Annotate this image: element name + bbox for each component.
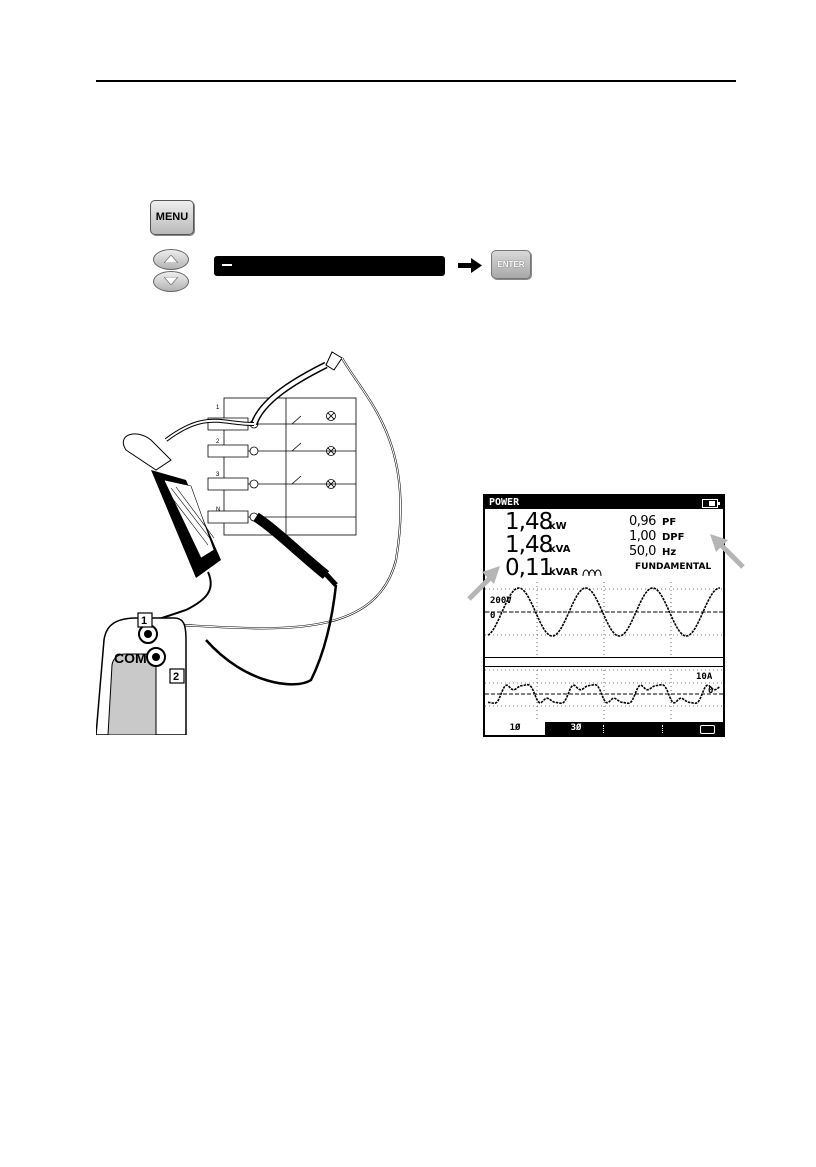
enter-button[interactable]: ENTER [491,250,531,279]
power-readings: 1,48 kW 1,48 kVA 0,11 kVAR 0,96 PF 1,00 … [485,509,723,581]
frequency-unit: Hz [662,548,676,558]
right-arrow-icon [457,257,483,275]
phase-label-1: 1 [216,405,220,411]
header-rule [96,80,736,82]
test-probe-black [206,517,336,684]
pointer-arrow-left [466,562,506,602]
input-1-label: 1 [141,615,147,627]
kva-value: 1,48 [505,534,552,557]
enter-button-label: ENTER [492,251,530,278]
menu-selection-highlight [222,264,232,266]
measurement-mode: FUNDAMENTAL [635,563,711,572]
softkey-separator [603,725,605,733]
voltage-zero-label: 0 [490,612,495,621]
instrument-screen: POWER 1,48 kW 1,48 kVA 0,11 kVAR 0,96 PF… [483,494,725,737]
menu-button[interactable]: MENU [150,200,194,235]
input-2-label: 2 [173,671,179,683]
dpf-value: 1,00 [629,530,656,543]
pointer-arrow-right [706,530,746,570]
dpf-unit: DPF [662,533,684,543]
arrow-keys[interactable] [153,249,187,291]
menu-button-label: MENU [151,201,193,234]
phase-label-2: 2 [216,439,220,445]
softkey-separator [662,725,664,733]
down-arrow-button[interactable] [153,271,189,292]
softkey-three-phase[interactable]: 3Ø [547,722,605,735]
kw-unit: kW [549,522,567,532]
softkey-bar: 1Ø 3Ø [485,722,723,735]
kw-value: 1,48 [505,511,552,534]
triangle-down-icon [164,277,178,285]
kvar-value: 0,11 [505,557,552,580]
voltage-waveform [485,582,723,656]
current-zero-label: 0 [708,687,713,696]
softkey-single-phase[interactable]: 1Ø [485,722,545,735]
frequency-value: 50,0 [629,545,656,558]
pf-unit: PF [662,518,676,528]
kvar-unit: kVAR [549,568,578,578]
up-arrow-button[interactable] [153,249,189,270]
current-waveform [485,666,723,722]
pf-value: 0,96 [629,515,656,528]
current-scale-label: 10A [696,673,712,682]
menu-selection-bar [214,256,445,276]
inductive-load-icon [582,567,606,577]
phase-label-3: 3 [216,472,220,478]
connection-diagram: 1 2 3 N 1 2 [96,340,426,735]
screen-toggle-icon[interactable] [700,725,715,734]
battery-icon [702,499,718,508]
kva-unit: kVA [549,545,570,555]
screen-title: POWER [489,496,519,509]
screen-title-bar: POWER [485,496,723,509]
triangle-up-icon [164,255,178,263]
meter-body: 1 2 COM [96,613,186,735]
com-label: COM [114,650,147,666]
